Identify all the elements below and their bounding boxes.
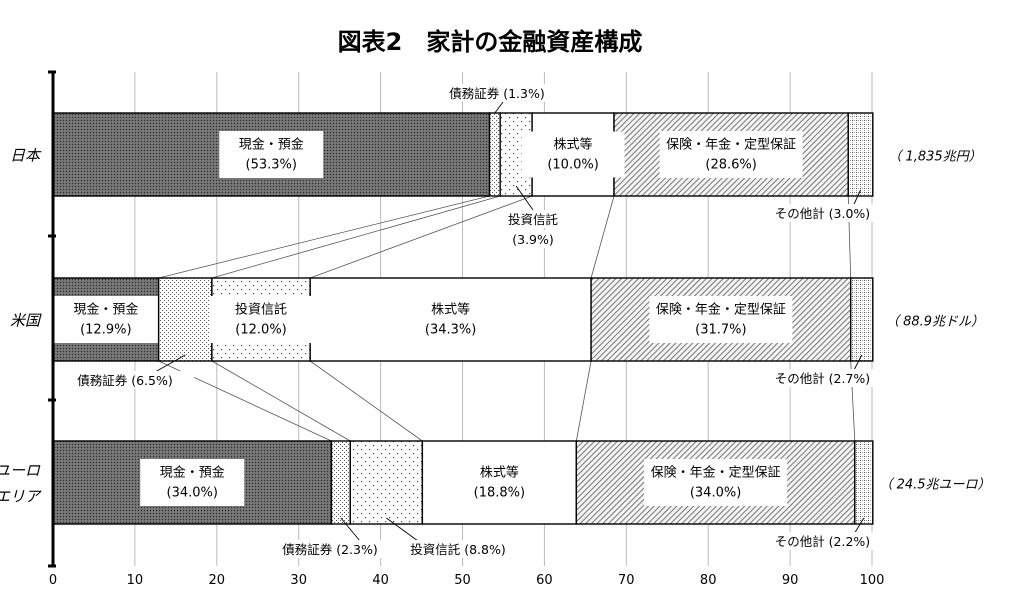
segment-label: (34.0%) [167,486,218,501]
segment-label: 現金・預金 [73,302,138,318]
bar-segment [349,440,424,525]
bar-segment [847,112,874,197]
chart-title: 図表2 家計の金融資産構成 [338,28,643,56]
leader-line [340,517,361,542]
label-box [209,296,314,343]
segment-label: 株式等 [480,465,519,481]
leader-line [494,101,504,114]
segment-label: 現金・預金 [160,465,225,481]
segment-label: (12.9%) [80,323,131,338]
label-box [447,459,551,506]
segment-annotation: その他計 (3.0%) [775,206,870,221]
x-tick-label: 40 [372,573,389,588]
label-box [219,131,324,178]
label-box [659,131,803,178]
segment-label: 保険・年金・定型保証 [656,302,786,318]
x-tick-label: 50 [454,573,471,588]
segment-label: (12.0%) [235,323,286,338]
x-tick-label: 80 [700,573,717,588]
segment-annotation: (3.9%) [512,232,554,247]
segment-annotation: 債務証券 (1.3%) [449,86,544,101]
connector-lines [158,195,856,442]
bar-segment [854,440,874,525]
leader-line [386,517,419,542]
connector-line [309,360,423,442]
x-tick-label: 30 [290,573,307,588]
segment-label: (31.7%) [695,323,746,338]
label-bg [389,540,527,558]
x-tick-label: 70 [618,573,635,588]
segment-label: (10.0%) [547,158,598,173]
x-tick-label: 10 [127,573,144,588]
segment-label: 投資信託 [235,302,287,318]
segment-label: (18.8%) [474,486,525,501]
segment-annotation: その他計 (2.2%) [775,534,870,549]
bar-segment [850,277,874,362]
category-label: エリア [0,488,42,506]
bar-segment [309,277,592,362]
segment-label: (34.3%) [425,323,476,338]
label-box [644,459,788,506]
category-label: ユーロ [0,462,41,480]
connector-line [310,195,533,279]
connector-line [590,195,615,279]
x-tick-label: 60 [536,573,553,588]
connector-line [211,195,501,279]
category-label: 米国 [10,312,42,330]
category-label: 日本 [10,147,42,165]
label-bg [506,210,560,228]
leader-line [154,354,186,373]
segment-label: (53.3%) [246,158,297,173]
x-tick-label: 0 [49,573,57,588]
bar-segment [157,277,213,362]
label-box [399,296,503,343]
connector-line [211,360,351,442]
x-axis: 0 10 20 30 40 50 60 70 80 90 100 [48,70,885,588]
x-tick-label: 90 [782,573,799,588]
x-tick-label: 100 [860,573,885,588]
label-bg [56,371,194,389]
bar-segment [488,112,501,197]
category-labels: 日本 （ 1,835兆円） 米国 （ 88.9兆ドル） ユーロエリア （ 24.5兆ユーロ… [0,147,991,506]
segment-annotation: 債務証券 (6.5%) [77,373,172,388]
label-bg [753,532,892,550]
label-box [521,131,625,178]
label-bg [753,204,892,222]
leader-line [515,185,534,211]
segment-annotation: その他計 (2.7%) [775,371,870,386]
segment-label: 保険・年金・定型保証 [666,137,796,153]
segment-annotation: 債務証券 (2.3%) [282,542,377,557]
label-bg [753,369,892,387]
segment-label: (28.6%) [705,158,756,173]
connector-line [158,195,490,279]
segment-label: 株式等 [554,137,593,153]
category-total: （ 24.5兆ユーロ） [879,477,990,493]
x-tick-label: 20 [209,573,226,588]
label-box [140,459,245,506]
segment-label: 保険・年金・定型保証 [651,465,781,481]
bar-segment [330,440,351,525]
segment-labels: 現金・預金 (53.3%) 債務証券 (1.3%) 投資信託 (3.9%) 株式等 (10.… [53,84,892,558]
segment-label: 株式等 [431,302,470,318]
segment-label: (34.0%) [690,486,741,501]
label-bg [261,540,399,558]
segment-annotation: 投資信託 [508,212,559,227]
category-total: （ 88.9兆ドル） [886,314,984,330]
connector-line [575,360,592,442]
category-total: （ 1,835兆円） [888,149,981,165]
label-bg [428,84,566,102]
segment-label: 現金・預金 [239,137,304,153]
segment-annotation: 投資信託 (8.8%) [410,542,505,557]
label-bg [494,230,572,248]
label-box [649,296,793,343]
